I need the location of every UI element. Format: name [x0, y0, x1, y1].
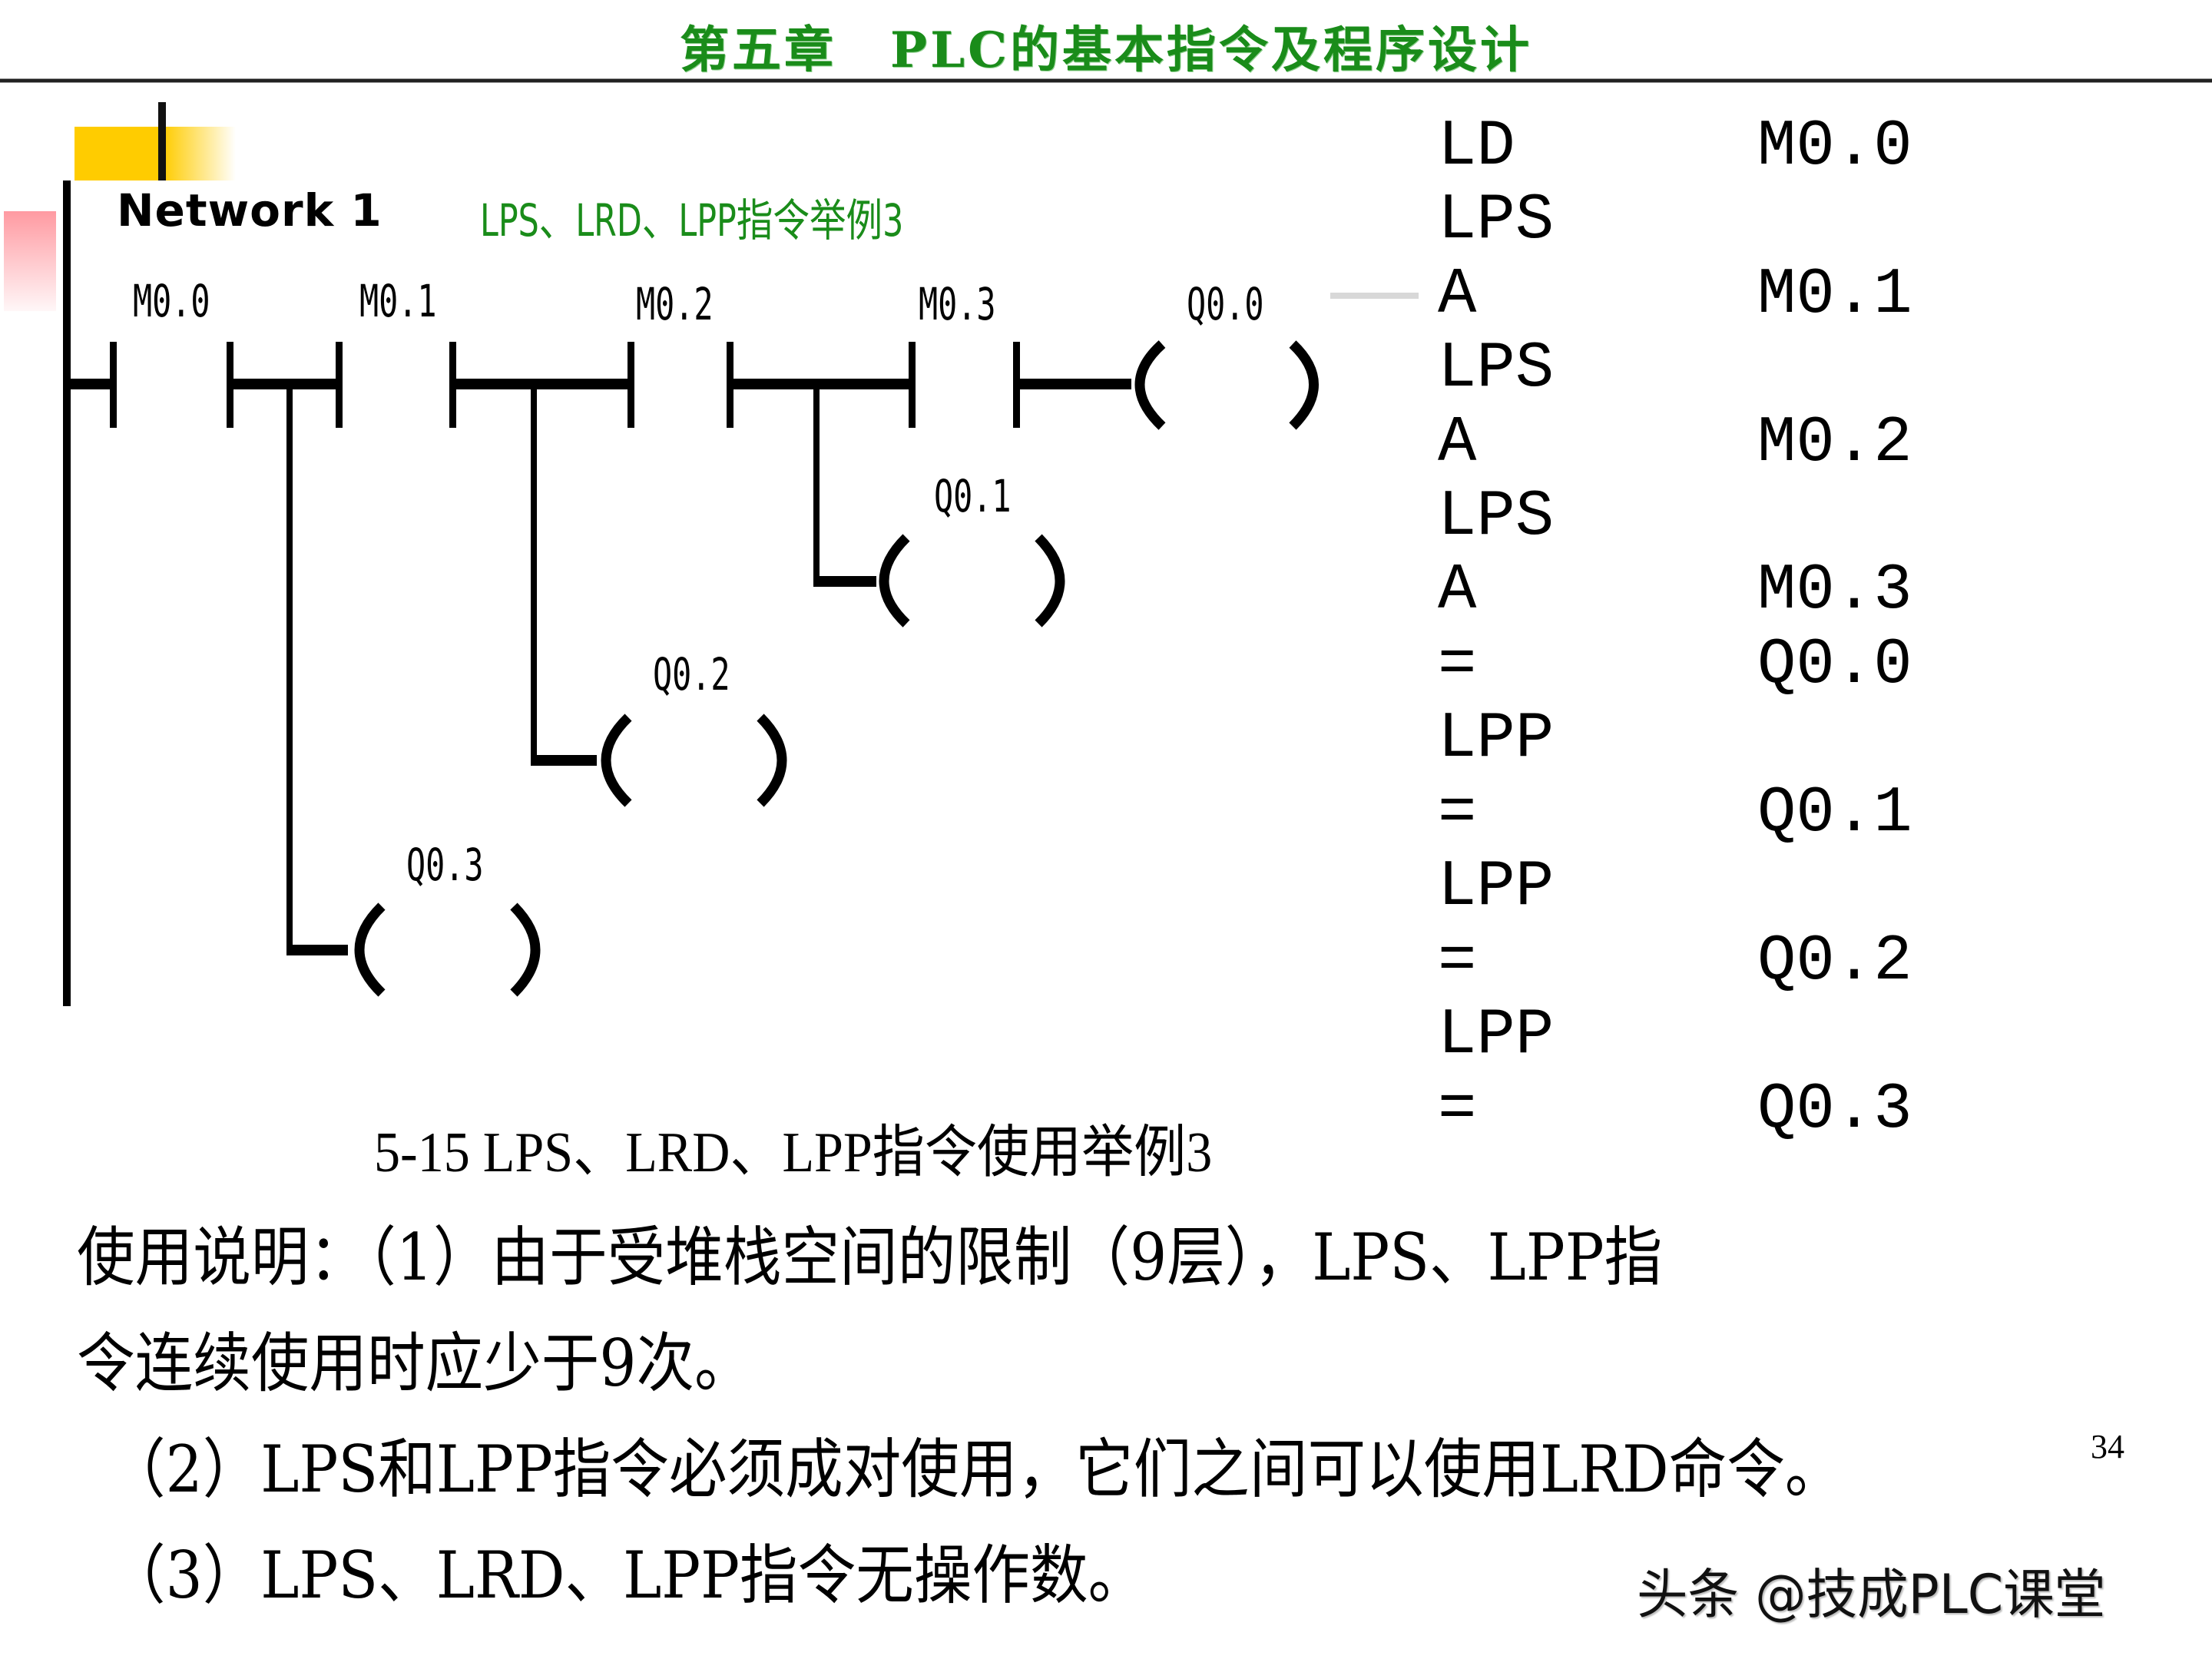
contact-label-m0-0: M0.0: [133, 275, 210, 327]
coil-label-q0-2: Q0.2: [653, 648, 730, 700]
contact-m0-2-symbol: [628, 342, 733, 428]
page-number: 34: [2091, 1428, 2124, 1465]
network-comment: LPS、LRD、LPP指令举例3: [480, 194, 904, 247]
il-mnemonic: LPP: [1438, 999, 1555, 1072]
usage-note-line-4: （3）LPS、LRD、LPP指令无操作数。: [108, 1538, 1147, 1613]
decorative-tick: [158, 102, 166, 180]
coil-q0-0-symbol: [1134, 340, 1319, 430]
il-mnemonic: LPS: [1438, 333, 1555, 406]
il-mnemonic: A: [1438, 555, 1477, 628]
il-mnemonic: =: [1438, 1074, 1477, 1147]
power-rail: [63, 180, 71, 1006]
contact-m0-3-symbol: [909, 342, 1020, 428]
coil-label-q0-1: Q0.1: [934, 470, 1012, 522]
slide-title: 第五章 PLC的基本指令及程序设计: [0, 11, 2212, 81]
il-operand: M0.2: [1757, 407, 1912, 480]
contact-label-m0-3: M0.3: [919, 278, 996, 330]
il-operand: Q0.2: [1757, 926, 1912, 998]
header-divider: [0, 79, 2212, 82]
il-operand: M0.0: [1757, 111, 1912, 184]
coil-q0-1-symbol: [879, 534, 1065, 628]
il-mnemonic: LD: [1438, 111, 1515, 184]
coil-q0-3-symbol: [354, 902, 541, 997]
contact-label-m0-2: M0.2: [636, 278, 714, 330]
usage-note-line-2: 令连续使用时应少于9次。: [77, 1326, 753, 1401]
contact-label-m0-1: M0.1: [359, 275, 437, 327]
il-mnemonic: =: [1438, 926, 1477, 998]
il-operand: Q0.3: [1757, 1074, 1912, 1147]
il-mnemonic: =: [1438, 629, 1477, 702]
usage-note-line-1: 使用说明：（1）由于受堆栈空间的限制（9层），LPS、LPP指: [77, 1220, 1663, 1295]
il-mnemonic: A: [1438, 259, 1477, 332]
ladder-diagram: [63, 180, 1319, 1006]
il-mnemonic: LPP: [1438, 703, 1555, 776]
watermark: 头条 @技成PLC课堂: [1637, 1563, 2106, 1626]
chapter-label: 第五章: [679, 22, 836, 79]
coil-q0-2-symbol: [601, 714, 787, 807]
decorative-pink-block: [4, 211, 56, 311]
il-operand: M0.1: [1757, 259, 1912, 332]
il-mnemonic: LPS: [1438, 481, 1555, 554]
il-mnemonic: LPS: [1438, 184, 1555, 257]
coil-label-q0-0: Q0.0: [1187, 278, 1264, 330]
usage-note-line-3: （2）LPS和LPP指令必须成对使用，它们之间可以使用LRD命令。: [108, 1432, 1843, 1507]
il-operand: M0.3: [1757, 555, 1912, 628]
coil-label-q0-3: Q0.3: [406, 839, 484, 891]
il-mnemonic: =: [1438, 777, 1477, 850]
rung-wires: [66, 379, 1131, 955]
il-mnemonic: A: [1438, 407, 1477, 480]
figure-caption: 5-15 LPS、LRD、LPP指令使用举例3: [374, 1121, 1213, 1184]
il-operand: Q0.1: [1757, 777, 1912, 850]
chapter-title: PLC的基本指令及程序设计: [889, 22, 1533, 79]
decorative-yellow-block: [75, 127, 236, 180]
contact-m0-0-symbol: [110, 342, 233, 428]
faint-connector-line: [1330, 293, 1419, 299]
il-operand: Q0.0: [1757, 629, 1912, 702]
contact-m0-1-symbol: [336, 342, 456, 428]
il-mnemonic: LPP: [1438, 851, 1555, 924]
network-label: Network 1: [117, 184, 382, 237]
